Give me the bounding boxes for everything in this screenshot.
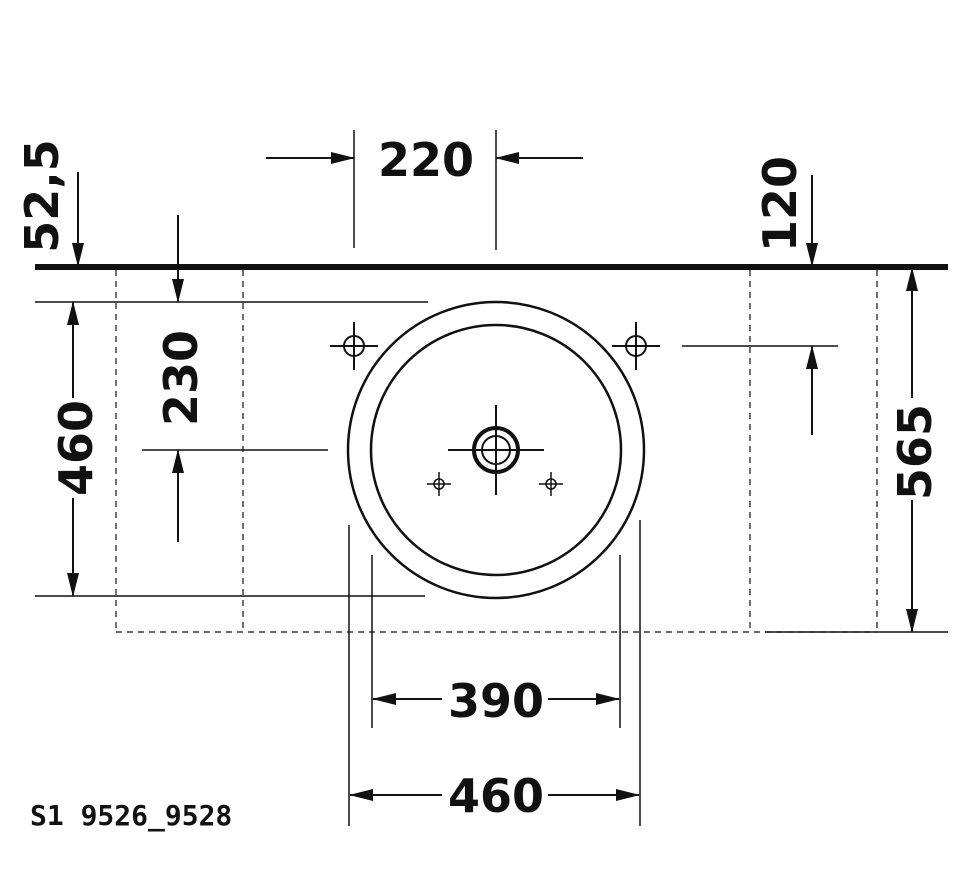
dimension-label-460-horizontal: 460 — [448, 769, 544, 823]
dimension-label-390: 390 — [448, 674, 544, 728]
dimension-label-460-vertical: 460 — [49, 400, 103, 496]
fixing-mark-left — [427, 472, 451, 496]
drawing-code: S1 9526_9528 — [30, 799, 232, 832]
drain — [448, 405, 544, 495]
dimension-label-230: 230 — [154, 330, 208, 426]
dashed-outline — [115, 270, 878, 633]
basin-inner-bowl — [369, 323, 623, 577]
dimension-label-565: 565 — [888, 404, 942, 500]
dimension-label-220: 220 — [378, 133, 474, 187]
dimension-label-52-5: 52,5 — [15, 139, 69, 253]
basin-outline — [346, 300, 646, 600]
dimension-arrows — [67, 152, 918, 801]
dimension-label-120: 120 — [753, 156, 807, 252]
tap-hole-left — [330, 322, 378, 370]
tap-hole-right — [612, 322, 660, 370]
fixing-mark-right — [539, 472, 563, 496]
basin-outer-rim — [346, 300, 646, 600]
